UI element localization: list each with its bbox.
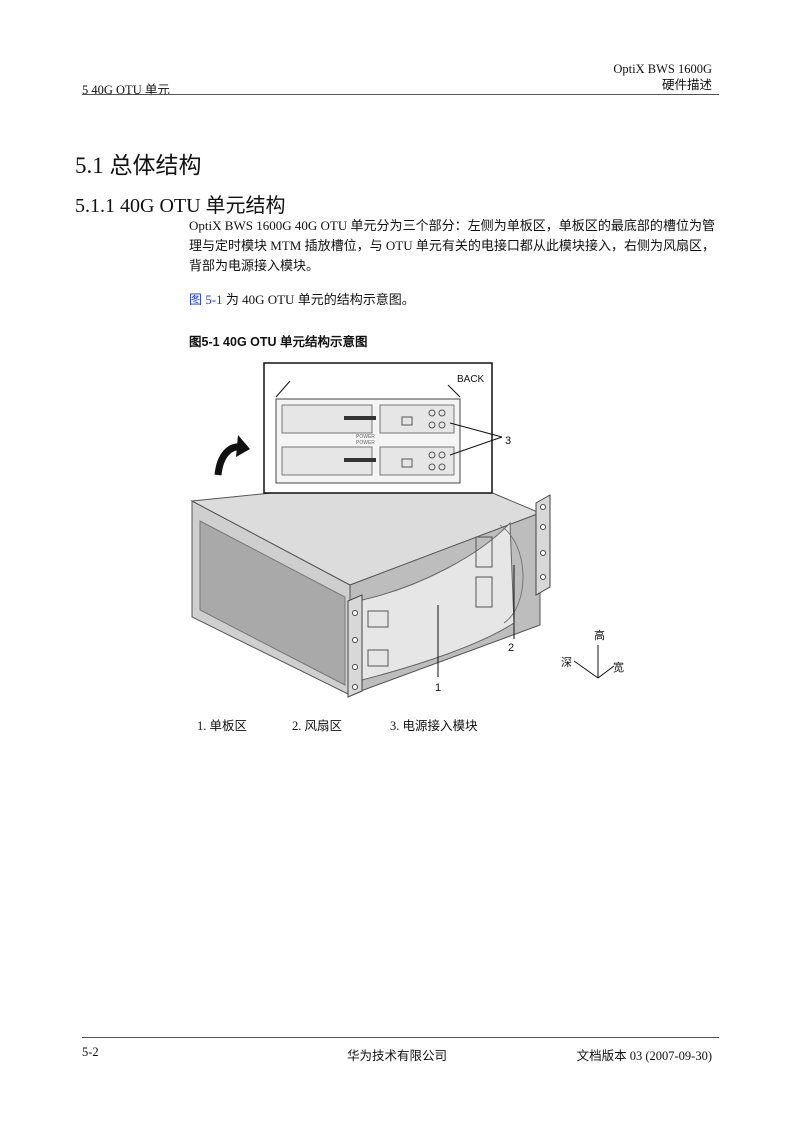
header-chapter: 5 40G OTU 单元 [82, 83, 170, 97]
footer-page-number: 5-2 [82, 1045, 99, 1059]
power-label-2: POWER [356, 440, 375, 446]
orientation-axes: 高 深 宽 [561, 628, 624, 679]
header-product: OptiX BWS 1600G [613, 62, 712, 76]
axis-width-label: 宽 [613, 660, 624, 674]
figure-reference-link[interactable]: 图 5-1 [189, 292, 223, 307]
axis-depth-label: 深 [561, 656, 572, 669]
legend-item-3: 3. 电源接入模块 [390, 719, 478, 733]
figure-caption: 图5-1 40G OTU 单元结构示意图 [189, 335, 368, 349]
legend-item-2: 2. 风扇区 [292, 719, 343, 733]
body-paragraph-2: 图 5-1 为 40G OTU 单元的结构示意图。 [189, 290, 715, 310]
header-doc-type: 硬件描述 [661, 78, 712, 92]
section-title: 5.1 总体结构 [75, 153, 202, 178]
subsection-title: 5.1.1 40G OTU 单元结构 [75, 195, 286, 217]
body-paragraph-1: OptiX BWS 1600G 40G OTU 单元分为三个部分：左侧为单板区，… [189, 218, 715, 273]
footer-company: 华为技术有限公司 [346, 1049, 447, 1063]
chassis [190, 474, 551, 698]
header-rule [82, 94, 719, 95]
back-view-inset: BACK POWER POWER [263, 362, 503, 494]
power-label-1: POWER [356, 434, 375, 440]
footer-version: 文档版本 03 (2007-09-30) [576, 1049, 712, 1063]
legend-item-1: 1. 单板区 [197, 719, 248, 733]
callout-3: 3 [505, 435, 511, 447]
unit-structure-figure: BACK POWER POWER 3 1 2 高 深 宽 [190, 362, 624, 698]
callout-2: 2 [508, 642, 514, 654]
back-label: BACK [457, 374, 485, 385]
axis-height-label: 高 [594, 628, 605, 642]
footer-rule [82, 1037, 719, 1038]
callout-1: 1 [435, 682, 441, 694]
rotate-arrow-icon [214, 435, 250, 476]
body-paragraph-2-text: 为 40G OTU 单元的结构示意图。 [222, 292, 415, 307]
